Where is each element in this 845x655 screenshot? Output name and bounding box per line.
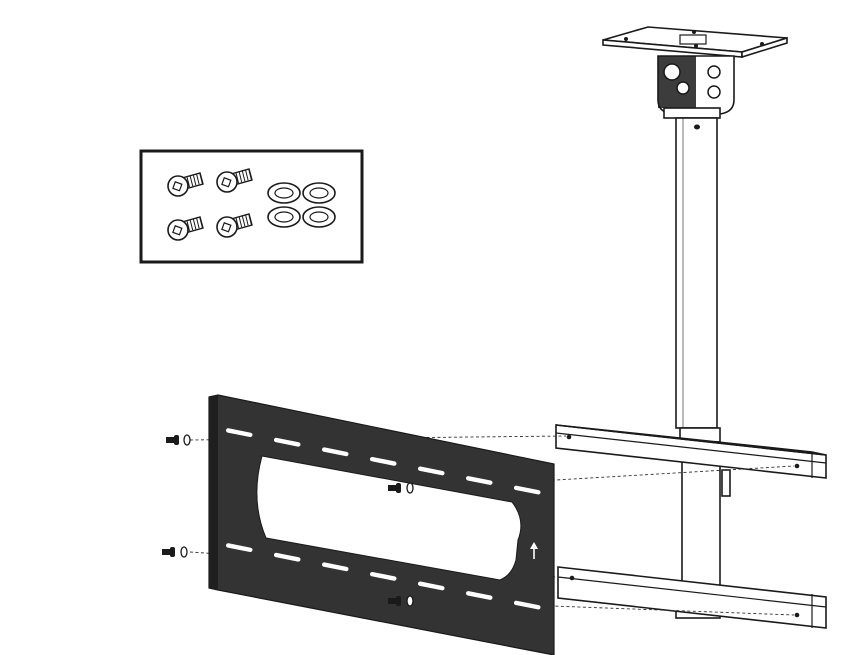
screw-icon: [388, 483, 401, 493]
plate-slot: [369, 571, 397, 581]
plate-slot: [465, 476, 493, 485]
plate-fasteners: [162, 434, 414, 607]
up-arrow-icon: [530, 542, 538, 559]
plate-slot: [369, 456, 397, 466]
plate-slot: [513, 600, 541, 610]
washer-icon: [406, 482, 414, 494]
plate-slot: [417, 581, 445, 591]
plate-slot: [225, 543, 253, 553]
screw-icon: [167, 172, 204, 197]
washer-icon: [183, 434, 191, 446]
screw-icon: [388, 596, 401, 606]
plate-slot: [321, 447, 349, 457]
washer-icon: [406, 595, 414, 607]
screw-icon: [162, 547, 175, 557]
upper-cross-arm: [555, 424, 827, 479]
extension-pole: [675, 117, 731, 619]
ceiling-plate: [602, 26, 788, 59]
plate-slot: [273, 437, 301, 447]
plate-slots-lower: [225, 543, 541, 610]
plate-slot: [321, 562, 349, 572]
plate-slot: [273, 552, 301, 562]
tv-wall-plate: [208, 394, 555, 655]
plate-slots-upper: [225, 428, 541, 495]
washer-icon: [267, 182, 301, 204]
screw-icon: [216, 168, 253, 193]
screw-icon: [166, 435, 179, 445]
washer-icon: [180, 546, 188, 558]
plate-slot: [417, 466, 445, 476]
tilt-bracket: [657, 55, 735, 119]
parts-box-screws: [167, 168, 253, 241]
lower-cross-arm: [557, 566, 827, 629]
washer-icon: [302, 206, 336, 228]
washer-icon: [302, 182, 336, 204]
hardware-parts-box: [139, 149, 364, 264]
plate-slot: [225, 428, 253, 438]
screw-icon: [167, 216, 204, 241]
parts-box-washers: [267, 182, 336, 228]
plate-slot: [513, 485, 541, 495]
screw-icon: [216, 213, 253, 238]
plate-slot: [465, 591, 493, 600]
washer-icon: [267, 206, 301, 228]
